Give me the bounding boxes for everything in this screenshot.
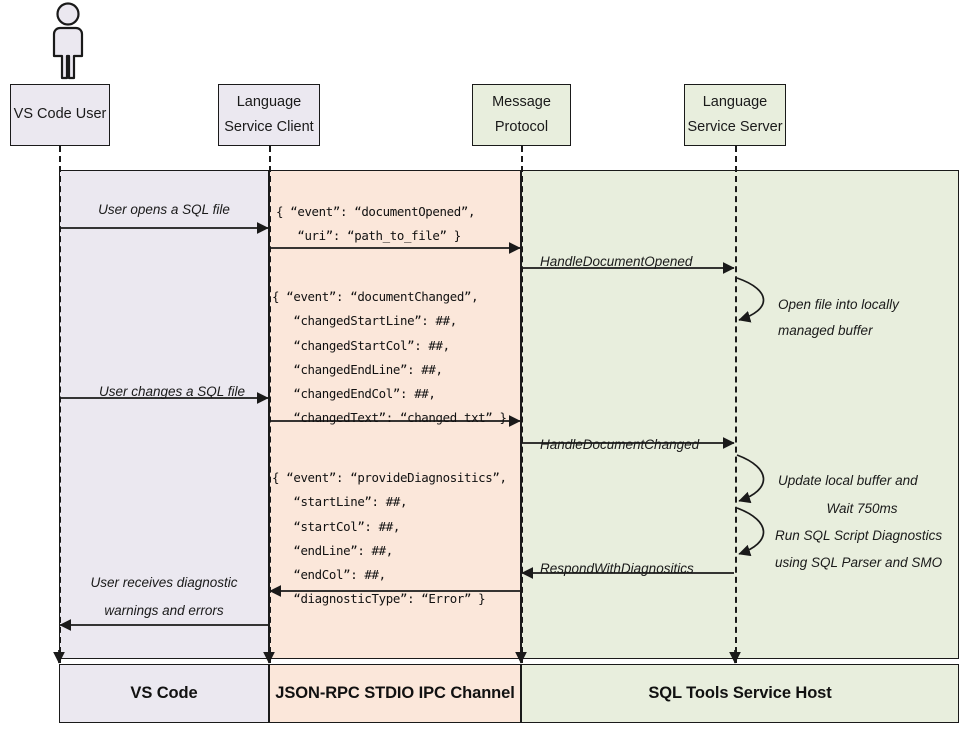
lifeline-label-line1: VS Code User — [13, 106, 107, 123]
json-payload-document-changed: { “event”: “documentChanged”, “changedSt… — [272, 289, 507, 426]
label-user-opens-sql-file: User opens a SQL file — [98, 202, 230, 217]
note-run-diagnostics-line2: using SQL Parser and SMO — [775, 555, 943, 570]
lifeline-head-language-service-client[interactable]: Language Service Client — [218, 84, 320, 146]
lifeline-label-line1: Language — [236, 93, 302, 110]
lifeline-head-message-protocol[interactable]: Message Protocol — [472, 84, 571, 146]
lifeline-head-vs-code-user[interactable]: VS Code User — [10, 84, 110, 146]
note-run-diagnostics-line1: Run SQL Script Diagnostics — [775, 528, 943, 543]
label-user-changes-sql-file: User changes a SQL file — [98, 384, 246, 399]
stick-figure-actor — [38, 2, 98, 87]
band-host — [521, 170, 959, 659]
footer-json-rpc-stdio-ipc-channel: JSON-RPC STDIO IPC Channel — [269, 664, 521, 723]
json-payload-document-opened: { “event”: “documentOpened”, “uri”: “pat… — [276, 204, 476, 244]
lifeline-message-protocol — [521, 146, 523, 673]
lifeline-label-line2: Service Client — [224, 119, 314, 135]
label-handle-document-changed: HandleDocumentChanged — [540, 437, 700, 452]
label-user-receives-diagnostics-line2: warnings and errors — [104, 603, 224, 618]
band-ipc — [269, 170, 521, 659]
actor-icon — [52, 2, 84, 80]
footer-vs-code: VS Code — [59, 664, 269, 723]
footer-label: JSON-RPC STDIO IPC Channel — [275, 684, 515, 702]
label-user-receives-diagnostics-line1: User receives diagnostic — [90, 575, 238, 590]
lifeline-vs-code-user — [59, 146, 61, 673]
lifeline-head-language-service-server[interactable]: Language Service Server — [684, 84, 786, 146]
note-update-buffer-line1: Update local buffer and — [778, 473, 918, 488]
footer-sql-tools-service-host: SQL Tools Service Host — [521, 664, 959, 723]
note-open-file-line1: Open file into locally — [778, 297, 899, 312]
footer-label: SQL Tools Service Host — [648, 684, 832, 702]
lifeline-language-service-client — [269, 146, 271, 673]
band-vscode — [59, 170, 269, 659]
lifeline-label-line1: Message — [492, 93, 551, 110]
note-update-buffer-line2: Wait 750ms — [826, 501, 898, 516]
label-respond-with-diagnositics: RespondWithDiagnositics — [540, 561, 694, 576]
lifeline-label-line2: Protocol — [494, 119, 549, 135]
note-open-file-line2: managed buffer — [778, 323, 873, 338]
lifeline-language-service-server — [735, 146, 737, 673]
label-handle-document-opened: HandleDocumentOpened — [540, 254, 693, 269]
json-payload-provide-diagnositics: { “event”: “provideDiagnositics”, “start… — [272, 470, 507, 607]
lifeline-label-line1: Language — [702, 93, 768, 110]
footer-label: VS Code — [130, 684, 198, 702]
lifeline-label-line2: Service Server — [687, 119, 783, 135]
